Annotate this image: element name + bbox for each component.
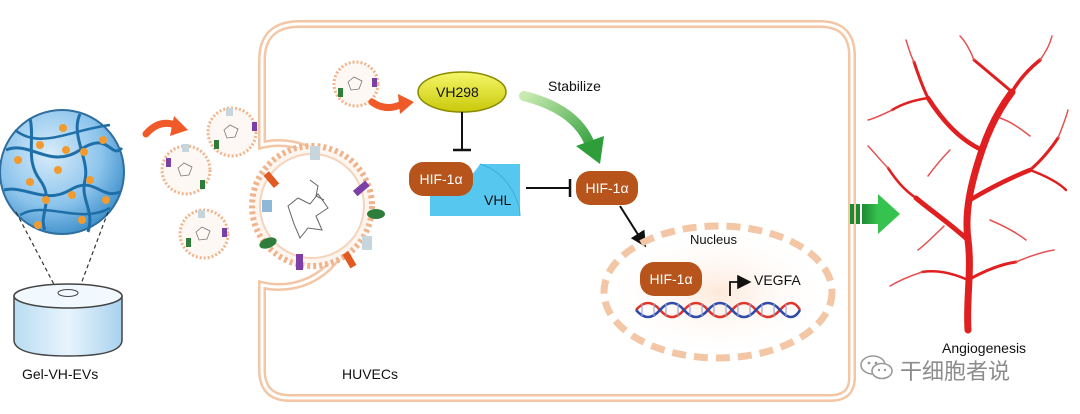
cell-label: HUVECs (342, 366, 399, 382)
vhl-inhibition (526, 179, 572, 197)
hif-right-label: HIF-1α (585, 180, 629, 196)
vhl-label: VHL (484, 192, 512, 208)
extracellular-vesicles (160, 60, 380, 260)
orange-arrow-entry (142, 116, 188, 138)
orange-arrow-release (368, 94, 414, 114)
watermark-text: 干细胞者说 (900, 360, 1011, 385)
dna-helix (635, 301, 802, 319)
hif-1a-nuclear (640, 262, 702, 296)
ev-particle (178, 208, 230, 260)
transcription-arrow (729, 274, 752, 296)
hif-nuclear-label: HIF-1α (649, 271, 693, 287)
angiogenesis-label: Angiogenesis (942, 340, 1027, 356)
nuclear-translocation-arrow (619, 205, 647, 248)
ev-particle (160, 144, 212, 196)
stabilize-arrow (519, 91, 604, 164)
zoom-lines (15, 211, 109, 293)
hif-1a-stabilized (576, 171, 638, 205)
blood-vessel-tree (867, 35, 1069, 334)
cell-membrane (258, 20, 856, 402)
hydrogel-sphere (0, 109, 125, 235)
hif-left-label: HIF-1α (419, 171, 463, 187)
wechat-icon (860, 355, 893, 380)
ev-particle (206, 106, 258, 158)
ev-particle (332, 60, 380, 108)
vh298-label: VH298 (436, 84, 479, 100)
vh298-inhibition (453, 112, 471, 152)
vegfa-label: VEGFA (754, 272, 801, 288)
gel-dish (13, 283, 123, 357)
hydrogel-label: Gel-VH-EVs (22, 366, 99, 382)
hif-1a-bound (409, 162, 473, 196)
nucleus (600, 222, 836, 362)
nucleus-label: Nucleus (690, 232, 737, 247)
watermark: 干细胞者说 (860, 350, 1070, 386)
endocytic-vesicle (249, 143, 385, 270)
outcome-arrow (850, 194, 900, 234)
vhl-complex (430, 163, 521, 217)
stabilize-label: Stabilize (548, 78, 601, 94)
